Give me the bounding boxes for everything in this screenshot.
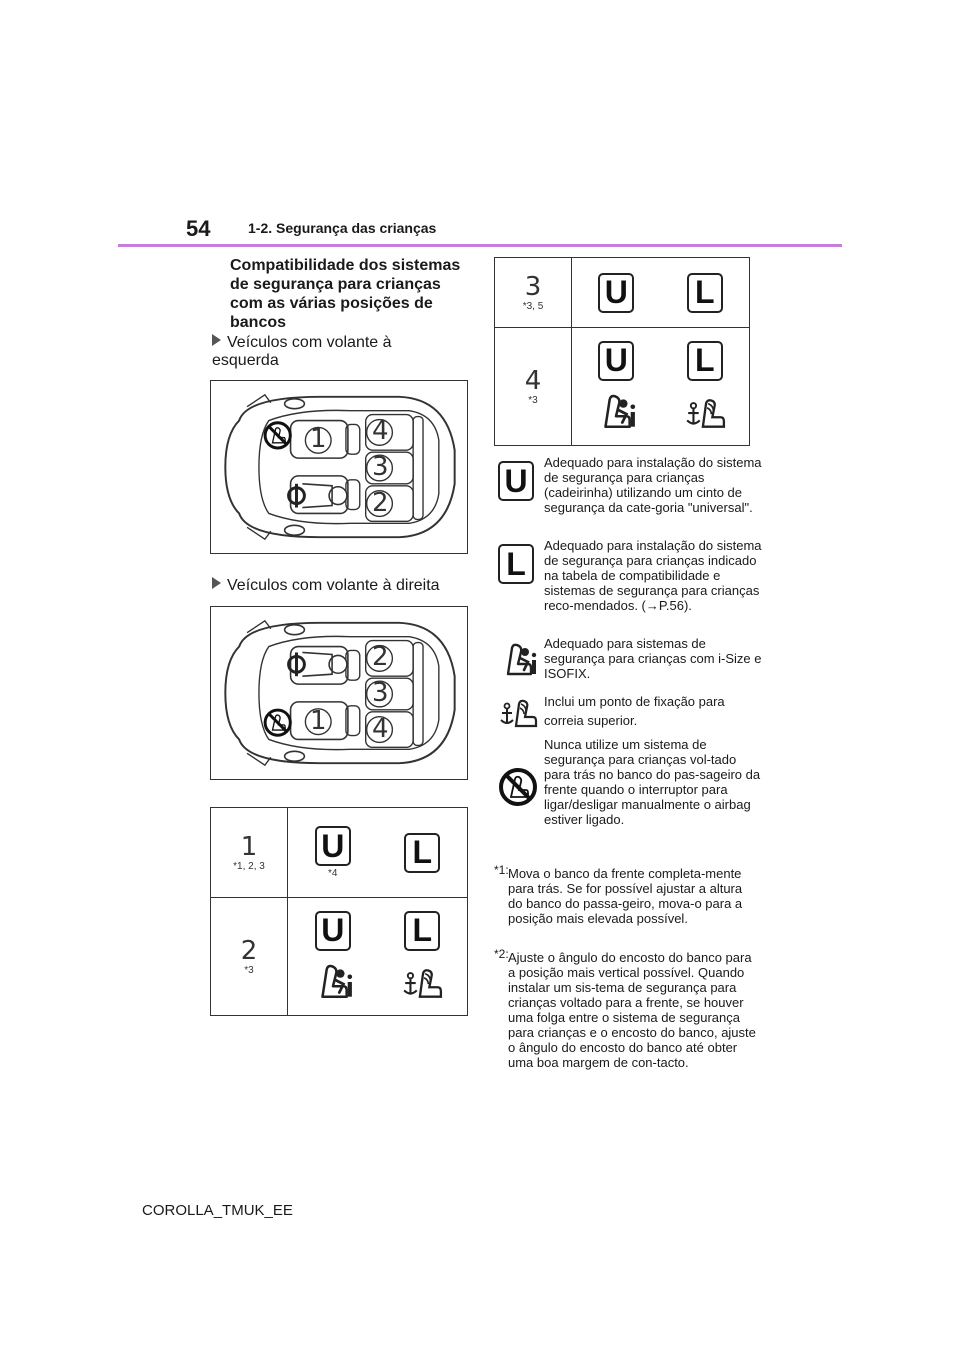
page-number: 54 [186, 216, 211, 241]
isofix-seat-icon [498, 640, 537, 680]
legend-top-tether: Inclui um ponto de fixação para correia … [494, 692, 764, 732]
no-rear-facing-seat-icon [263, 708, 292, 737]
seat-number: 2 [240, 936, 258, 966]
seat-diagram-left-hand-drive: 1 4 3 2 [210, 380, 468, 554]
universal-badge-icon: U [314, 826, 351, 866]
legend-limited-text: Adequado para instalação do sistema de s… [544, 538, 762, 613]
seat-note: *3, 5 [522, 301, 544, 312]
limited-badge-icon: L [686, 272, 723, 313]
car-top-view-icon [211, 381, 467, 553]
document-footer: COROLLA_TMUK_EE [142, 1202, 293, 1219]
seat-number: 1 [240, 832, 258, 862]
legend-universal: U Adequado para instalação do sistema de… [494, 455, 764, 535]
footnote-2-text: Ajuste o ângulo do encosto do banco para… [508, 950, 756, 1070]
header-divider [118, 244, 842, 247]
table-row: 2 *3 U L [210, 897, 468, 1016]
section-title: Compatibilidade dos sistemas de seguranç… [230, 257, 461, 331]
no-rear-facing-seat-icon [498, 767, 538, 807]
badge-note: *4 [328, 868, 338, 879]
compatibility-table-seats-1-2: 1 *1, 2, 3 U *4 L 2 *3 U L [210, 807, 468, 1016]
triangle-bullet-icon [212, 577, 221, 589]
isofix-seat-icon [595, 391, 636, 433]
seat-note: *3 [244, 965, 254, 976]
top-tether-anchor-icon [684, 391, 726, 433]
footnote-2: *2: Ajuste o ângulo do encosto do banco … [494, 947, 756, 1070]
seat-note: *1, 2, 3 [233, 861, 265, 872]
limited-badge-icon: L [686, 340, 723, 381]
legend-limited: L Adequado para instalação do sistema de… [494, 538, 764, 630]
footnote-1-mark: *1: [494, 863, 509, 877]
legend-isofix: Adequado para sistemas de segurança para… [494, 636, 764, 686]
universal-badge-icon: U [598, 340, 635, 381]
top-tether-anchor-icon [401, 961, 443, 1003]
compatibility-cell: U L [571, 327, 750, 446]
seat-label-1: 1 [310, 706, 327, 736]
seat-label-2: 2 [372, 642, 389, 672]
seat-cell: 4 *3 [494, 327, 572, 446]
chapter-title: 1-2. Segurança das crianças [248, 220, 437, 236]
compatibility-cell: U L [287, 897, 468, 1016]
seat-label-4: 4 [372, 714, 389, 744]
car-top-view-icon [211, 607, 467, 779]
legend-no-rear-facing: Nunca utilize um sistema de segurança pa… [494, 737, 764, 842]
footnote-1-text: Mova o banco da frente completa-mente pa… [508, 866, 743, 926]
seat-label-1: 1 [310, 424, 327, 454]
bullet-right-hand-text: Veículos com volante à direita [227, 577, 440, 594]
legend-universal-text: Adequado para instalação do sistema de s… [544, 455, 762, 515]
legend-top-tether-text: Inclui um ponto de fixação para correia … [544, 694, 725, 728]
table-row: 4 *3 U L [494, 327, 750, 446]
universal-badge-icon: U [314, 910, 351, 951]
seat-number: 3 [524, 272, 542, 302]
compatibility-cell: U L [571, 257, 750, 328]
triangle-bullet-icon [212, 334, 221, 346]
seat-label-2: 2 [372, 488, 389, 518]
footnote-2-mark: *2: [494, 947, 509, 961]
top-tether-anchor-icon [498, 692, 538, 732]
isofix-seat-icon [312, 961, 352, 1003]
footnote-1: *1: Mova o banco da frente completa-ment… [494, 863, 756, 926]
seat-note: *3 [528, 395, 538, 406]
no-rear-facing-seat-icon [263, 421, 292, 450]
seat-cell: 2 *3 [210, 897, 288, 1016]
legend-no-rear-facing-text: Nunca utilize um sistema de segurança pa… [544, 737, 761, 827]
table-row: 1 *1, 2, 3 U *4 L [210, 807, 468, 898]
bullet-left-hand-text: Veículos com volante à esquerda [212, 334, 392, 369]
seat-number: 4 [524, 366, 542, 396]
legend-isofix-text: Adequado para sistemas de segurança para… [544, 636, 762, 681]
seat-diagram-right-hand-drive: 1 2 3 4 [210, 606, 468, 780]
bullet-left-hand-drive: Veículos com volante à esquerda [212, 334, 462, 370]
table-row: 3 *3, 5 U L [494, 257, 750, 328]
bullet-right-hand-drive: Veículos com volante à direita [212, 577, 462, 595]
limited-badge-icon: L [498, 544, 534, 584]
limited-badge-icon: L [404, 832, 441, 873]
universal-badge-icon: U [598, 272, 635, 313]
seat-label-3: 3 [372, 678, 389, 708]
seat-cell: 1 *1, 2, 3 [210, 807, 288, 898]
compatibility-table-seats-3-4: 3 *3, 5 U L 4 *3 U L [494, 257, 750, 446]
universal-badge-icon: U [498, 461, 534, 501]
limited-badge-icon: L [404, 910, 441, 951]
seat-label-4: 4 [372, 416, 389, 446]
compatibility-cell: U *4 L [287, 807, 468, 898]
seat-label-3: 3 [372, 452, 389, 482]
seat-cell: 3 *3, 5 [494, 257, 572, 328]
